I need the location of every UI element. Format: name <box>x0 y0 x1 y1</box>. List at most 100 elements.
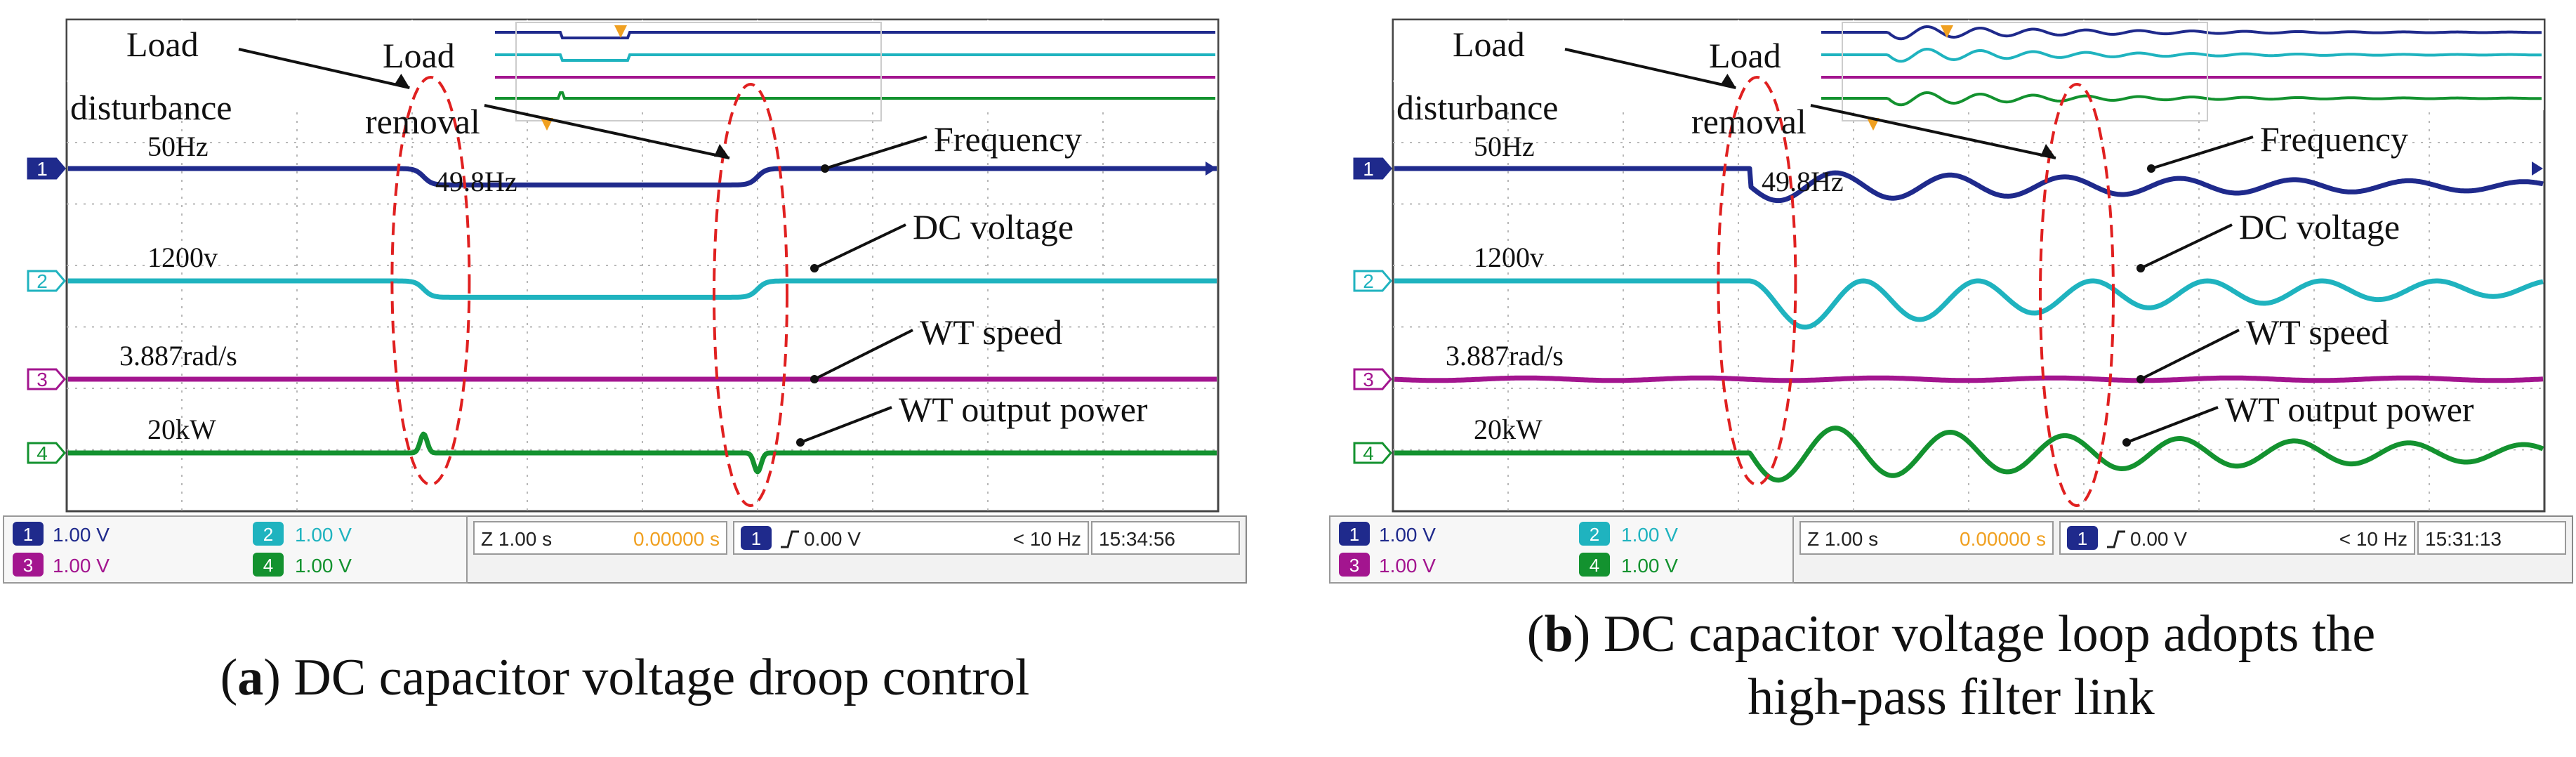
oscilloscope-a: 123450Hz49.8Hz1200v3.887rad/s20kWLoaddis… <box>0 0 1250 586</box>
ellipse-disturbance <box>390 76 471 486</box>
trace-wt-output-power <box>67 431 1218 475</box>
trace-label-dc-voltage: DC voltage <box>2239 207 2400 246</box>
leader-line-1 <box>824 136 927 170</box>
timebase-box <box>473 521 727 555</box>
trace-wt-speed <box>1393 375 2544 383</box>
trace-dc-voltage <box>67 278 1218 300</box>
caption-a: (a) DC capacitor voltage droop control <box>220 649 1030 706</box>
ch3-scale: 1.00 V <box>1379 555 1436 577</box>
timebase-box <box>1799 521 2054 555</box>
level-label-49-8hz: 49.8Hz <box>1762 166 1844 197</box>
trigger-ch-badge-num: 1 <box>2078 528 2087 549</box>
caption-b: (b) DC capacitor voltage loop adopts the… <box>1526 605 2376 726</box>
channel-marker-shape <box>1353 368 1392 390</box>
channel-marker-label: 1 <box>37 158 48 180</box>
leader-line-1 <box>2151 136 2254 170</box>
ch3-scale: 1.00 V <box>53 555 110 577</box>
overview-zoom-window <box>515 22 882 121</box>
channel-marker-shape <box>27 157 66 180</box>
channel-marker-3: 3 <box>1353 368 1392 390</box>
trace-frequency <box>1393 166 2544 204</box>
ellipse-disturbance <box>1717 76 1797 486</box>
leader-tip-4 <box>2122 438 2131 447</box>
channel-marker-label: 4 <box>37 442 48 464</box>
ellipse-removal <box>2039 83 2115 507</box>
level-label-speed: 3.887rad/s <box>1446 340 1564 371</box>
arrow-disturbance <box>1564 48 1736 89</box>
annotation-disturbance: disturbance <box>70 88 232 127</box>
ch2-badge <box>1579 522 1610 546</box>
caption-b-text-line2: high-pass filter link <box>1748 669 2155 726</box>
trigger-edge-icon <box>781 530 799 548</box>
trigger-marker <box>1867 118 1880 131</box>
trace-label-wt-speed: WT speed <box>2246 312 2389 352</box>
channel-marker-label: 4 <box>1363 442 1374 464</box>
ch2-scale: 1.00 V <box>1621 524 1678 546</box>
clock: 15:31:13 <box>2425 528 2502 550</box>
channel-marker-shape <box>27 270 66 292</box>
leader-line-4 <box>800 406 892 444</box>
ch1-scale: 1.00 V <box>53 524 110 546</box>
trigger-level: 0.00 V <box>804 528 861 550</box>
ch2-badge-num: 2 <box>263 524 273 545</box>
level-label-49-8hz: 49.8Hz <box>435 166 517 197</box>
annotation-load-2: Load <box>383 36 455 75</box>
trigger-box <box>733 521 1089 555</box>
level-label-1200v: 1200v <box>147 242 218 273</box>
channel-marker-shape <box>27 442 66 464</box>
overview-trace-ch4 <box>495 91 1215 100</box>
ch2-badge <box>253 522 284 546</box>
leader-tip-3 <box>810 375 819 383</box>
ch2-scale: 1.00 V <box>295 524 352 546</box>
overview-trace-ch1 <box>495 31 1215 39</box>
channel-marker-1: 1 <box>27 157 66 180</box>
leader-tip-2 <box>810 264 819 272</box>
channel-marker-shape <box>1353 442 1392 464</box>
ch3-badge-num: 3 <box>23 555 33 576</box>
zoom-overview <box>67 20 1217 121</box>
channel-marker-label: 3 <box>1363 369 1374 390</box>
arrowhead-removal <box>2040 144 2056 158</box>
ch3-badge-num: 3 <box>1349 555 1359 576</box>
leader-tip-4 <box>796 438 805 447</box>
arrowhead-removal <box>714 144 729 158</box>
trace-label-wt-speed: WT speed <box>920 312 1062 352</box>
overview-trace-ch1 <box>1821 25 2542 41</box>
trace-label-frequency: Frequency <box>2260 119 2408 159</box>
arrowhead-disturbance <box>394 74 410 88</box>
ch4-badge <box>253 553 284 577</box>
level-label-20kw: 20kW <box>1474 414 1543 445</box>
channel-marker-2: 2 <box>1353 270 1392 292</box>
annotation-load-1: Load <box>1453 25 1525 64</box>
channel-marker-2: 2 <box>27 270 66 292</box>
trigger-level: 0.00 V <box>2130 528 2187 550</box>
ch4-badge-num: 4 <box>1590 555 1599 576</box>
overview-trace-ch2 <box>495 53 1215 62</box>
leader-line-3 <box>2140 329 2240 381</box>
trigger-freq: < 10 Hz <box>1013 528 1081 550</box>
caption-a-letter: a <box>237 649 264 706</box>
annotation-load-2: Load <box>1709 36 1781 75</box>
ch1-scale: 1.00 V <box>1379 524 1436 546</box>
ch1-badge <box>13 522 44 546</box>
ch4-scale: 1.00 V <box>1621 555 1678 577</box>
overview-zoom-window <box>1842 22 2208 121</box>
trace-label-wt-output-power: WT output power <box>899 390 1148 429</box>
trigger-marker-overview <box>1941 25 1953 38</box>
arrow-removal <box>484 104 730 159</box>
timebase: Z 1.00 s <box>481 528 552 550</box>
caption-b-letter: b <box>1544 605 1573 663</box>
trace-label-wt-output-power: WT output power <box>2225 390 2474 429</box>
ch1-badge-num: 1 <box>1349 524 1359 545</box>
leader-line-2 <box>814 223 906 270</box>
channel-marker-label: 1 <box>1363 158 1374 180</box>
ch3-badge <box>1339 553 1370 577</box>
arrowhead-disturbance <box>1720 74 1736 88</box>
trace-dc-voltage <box>1393 278 2544 330</box>
channel-marker-label: 3 <box>37 369 48 390</box>
channel-marker-label: 2 <box>1363 270 1374 292</box>
